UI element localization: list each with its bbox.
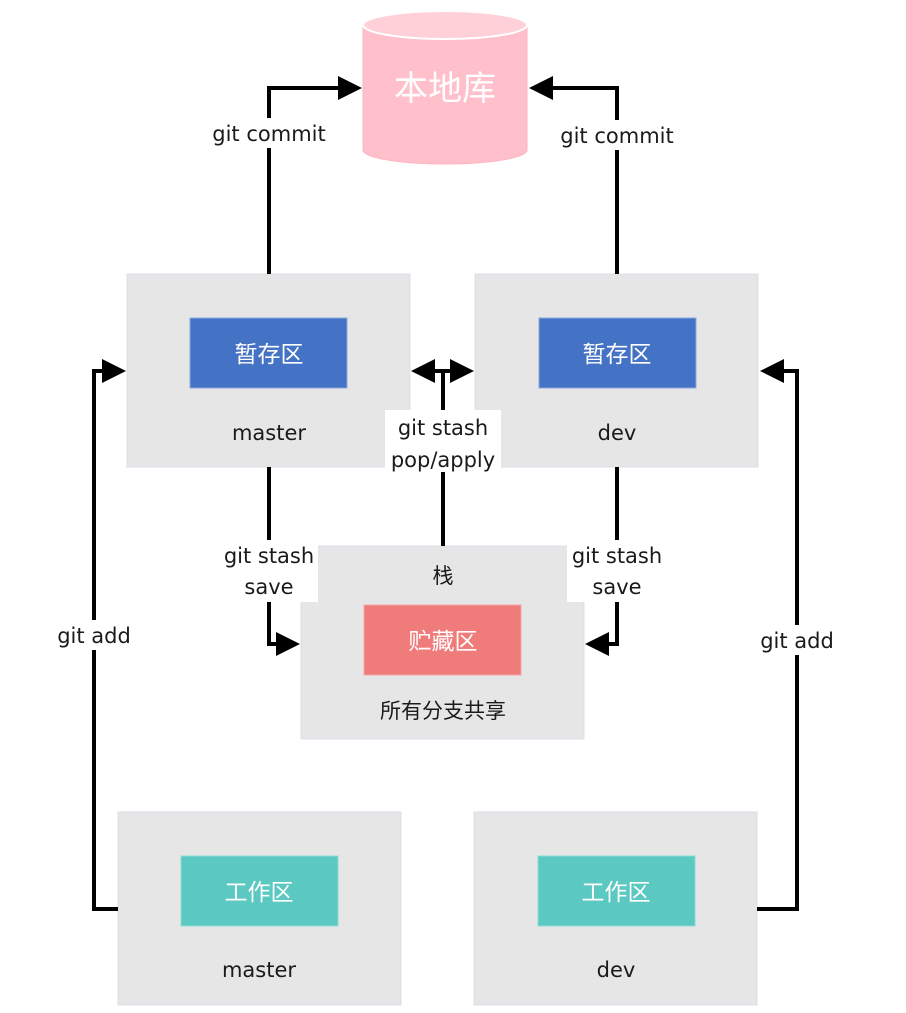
working-box-dev (537, 855, 696, 927)
save-label-right-line1: git stash (572, 544, 662, 568)
stash-bottom-label: 所有分支共享 (380, 699, 506, 723)
add-label-left: git add (57, 624, 131, 648)
staging-label-master: 暂存区 (235, 342, 304, 368)
local-repo-label: 本地库 (394, 69, 496, 109)
staging-branch-dev: dev (598, 421, 637, 445)
save-label-left-line1: git stash (224, 544, 314, 568)
staging-label-dev: 暂存区 (583, 342, 652, 368)
stash-inner-label: 贮藏区 (409, 629, 478, 655)
working-box-master (180, 855, 339, 927)
edge-labels: git commit git commit git stash pop/appl… (50, 118, 841, 655)
pop-label-line1: git stash (398, 416, 488, 440)
save-arrow-left (267, 467, 300, 656)
commit-arrow-right (529, 76, 619, 274)
staging-box-dev (538, 317, 697, 389)
save-label-left-line2: save (244, 575, 293, 599)
working-panel-master: 工作区 master (117, 811, 402, 1006)
add-label-right: git add (760, 629, 834, 653)
working-panel-dev: 工作区 dev (473, 811, 758, 1006)
commit-label-left: git commit (212, 122, 325, 146)
working-label-master: 工作区 (225, 880, 294, 906)
local-repo-cylinder: 本地库 (362, 10, 528, 165)
working-branch-dev: dev (597, 958, 636, 982)
commit-label-right: git commit (560, 124, 673, 148)
stash-box (363, 604, 522, 676)
save-arrow-right (585, 467, 619, 656)
commit-arrow-left (267, 76, 362, 274)
pop-label-line2: pop/apply (391, 448, 495, 472)
save-label-right-line2: save (592, 575, 641, 599)
working-label-dev: 工作区 (582, 880, 651, 906)
stash-panel: 栈 贮藏区 所有分支共享 (300, 545, 585, 740)
staging-branch-master: master (232, 421, 306, 445)
stash-top-label: 栈 (433, 564, 454, 588)
staging-panel-dev: 暂存区 dev (474, 273, 759, 468)
working-branch-master: master (222, 958, 296, 982)
staging-panel-master: 暂存区 master (126, 273, 411, 468)
staging-box-master (189, 317, 348, 389)
